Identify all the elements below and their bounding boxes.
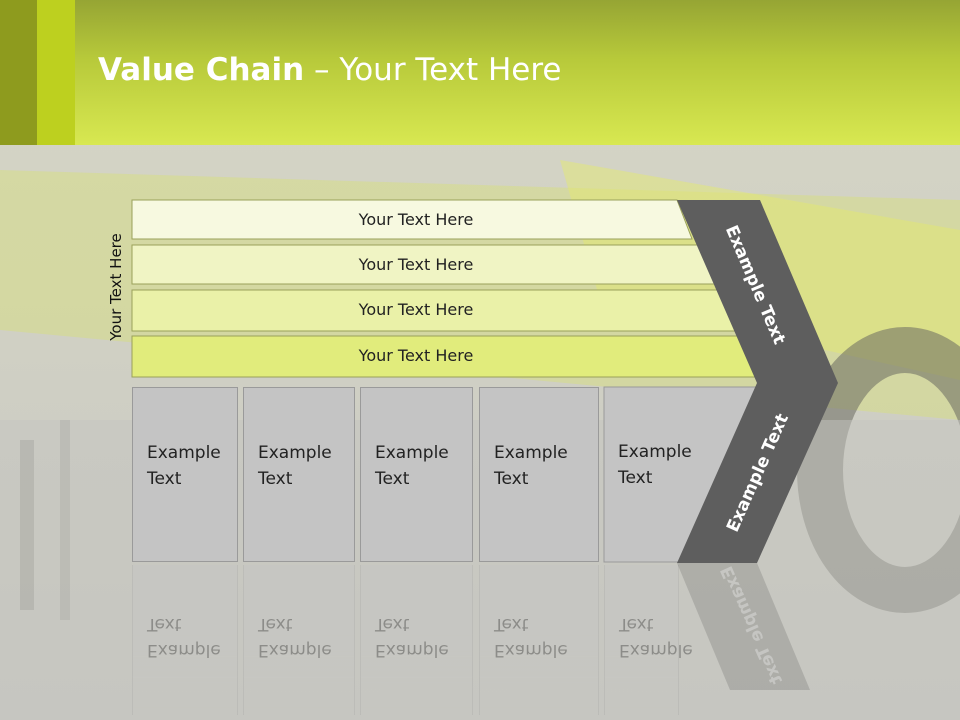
page-title: Value Chain – Your Text Here — [98, 52, 561, 88]
header-accent-strip — [37, 0, 75, 145]
row-label: Your Text Here — [358, 255, 474, 274]
header-bar — [0, 0, 960, 145]
box-line2: Text — [147, 469, 182, 489]
box-line1: Example — [494, 443, 568, 463]
box-line1: Example — [258, 443, 332, 463]
row-label: Your Text Here — [358, 300, 474, 319]
row-label: Your Text Here — [358, 346, 474, 365]
box-line2: Text — [375, 469, 410, 489]
title-bold: Value Chain — [98, 52, 305, 88]
box-line1: Example — [375, 443, 449, 463]
row-shape — [131, 199, 693, 240]
box-line2: Text — [618, 468, 653, 488]
header-accent-strip — [0, 0, 37, 145]
box-line2: Text — [258, 469, 293, 489]
row-label: Your Text Here — [358, 210, 474, 229]
box-line1: Example — [618, 442, 692, 462]
box-line2: Text — [494, 469, 529, 489]
title-rest: – Your Text Here — [304, 52, 562, 88]
box-line1: Example — [147, 443, 221, 463]
